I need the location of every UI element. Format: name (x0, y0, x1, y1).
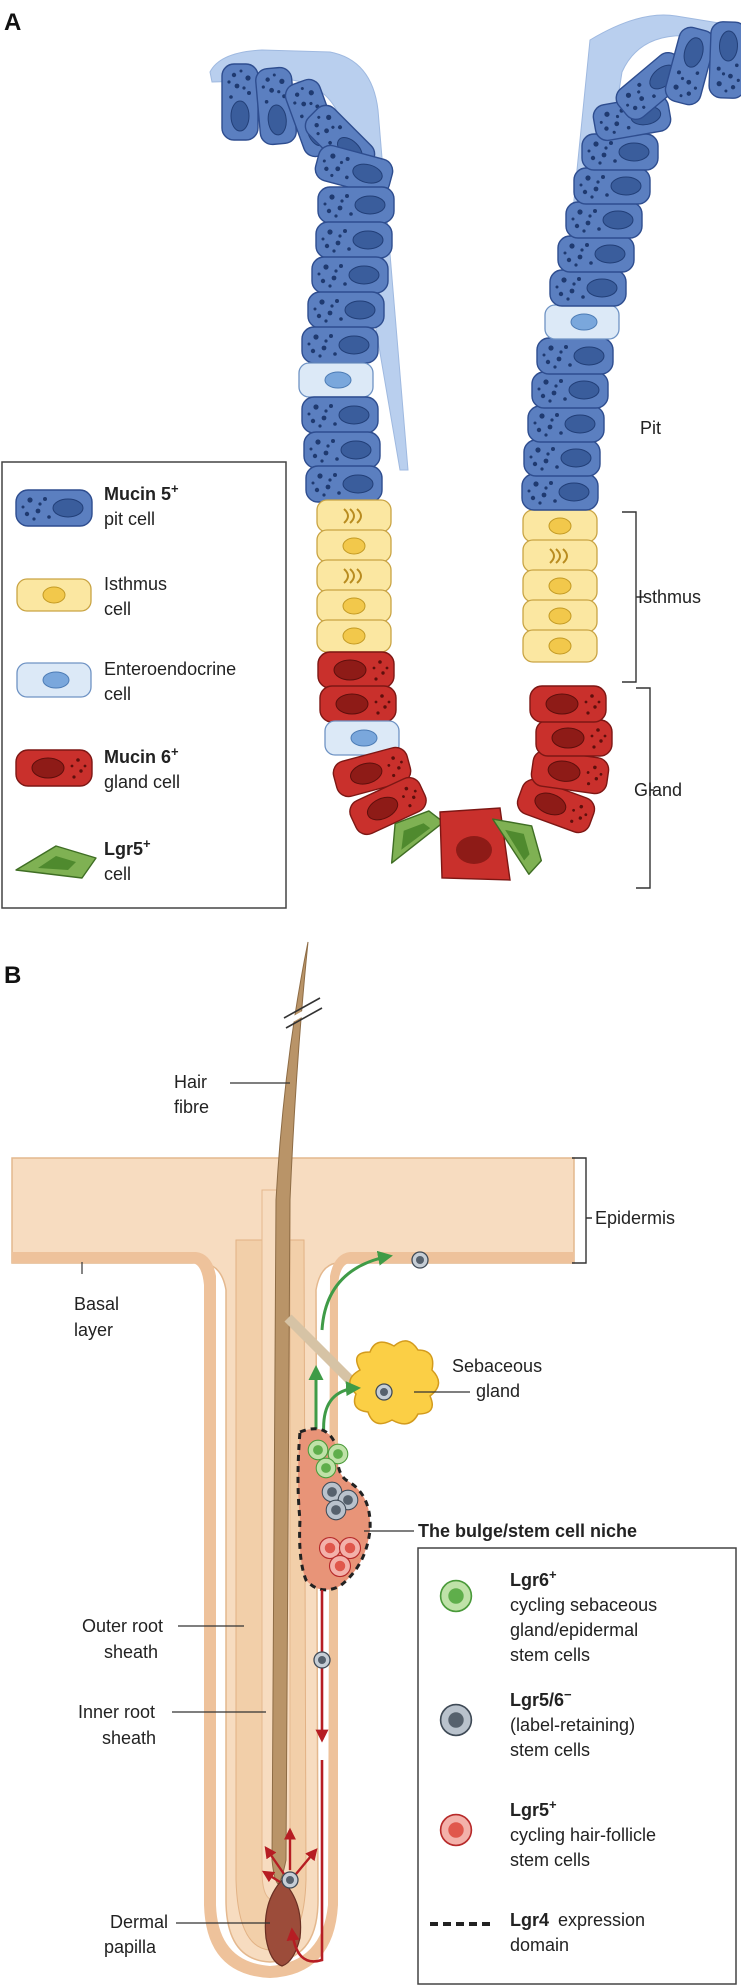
gland-base (372, 798, 555, 881)
bracket-isthmus (622, 511, 644, 683)
arrow-to-epidermis (320, 1250, 393, 1331)
label-isthmus: Isthmus (638, 587, 701, 607)
legend-a-mucin5-sup: + (171, 481, 179, 496)
label-irs-line2: sheath (102, 1728, 156, 1748)
label-gland: Gland (634, 780, 682, 800)
bulb-cell (281, 1871, 299, 1889)
legend-a-isthmus-swatch (16, 578, 92, 612)
legend-a-pit-cell-swatch (15, 489, 93, 527)
dermal-papilla (264, 1879, 302, 1967)
sebaceous-cell (375, 1383, 393, 1401)
legend-a-mucin5-desc: pit cell (104, 509, 155, 529)
epidermal-stem-cell (411, 1251, 429, 1269)
gland-cells-left (317, 651, 431, 840)
label-bulge: The bulge/stem cell niche (418, 1521, 637, 1541)
legend-b-lgr56-sup: − (564, 1687, 572, 1702)
bracket-epidermis (572, 1157, 592, 1264)
label-dermal-line2: papilla (104, 1937, 157, 1957)
label-irs-line1: Inner root (78, 1702, 155, 1722)
label-basal-line1: Basal (74, 1294, 119, 1314)
bracket-gland (636, 687, 654, 889)
legend-a-lgr5-name: Lgr5 (104, 839, 143, 859)
sebaceous-duct (284, 1314, 364, 1394)
legend-b-lgr56-line1: (label-retaining) (510, 1715, 635, 1735)
legend-a-mucin5-name: Mucin 5 (104, 484, 171, 504)
entero-cell-left-upper (298, 362, 374, 398)
label-sebaceous-line1: Sebaceous (452, 1356, 542, 1376)
legend-b-lgr5-name: Lgr5 (510, 1800, 549, 1820)
entero-cell-right (544, 304, 620, 340)
arrow-down-ors-lower (286, 1760, 324, 1963)
gland-cells-right (513, 685, 613, 837)
panel-a: A (1, 9, 741, 909)
legend-b-lgr5-line1: cycling hair-follicle (510, 1825, 656, 1845)
legend-b-lgr56-name: Lgr5/6 (510, 1690, 564, 1710)
svg-text:Lgr6+: Lgr6+ (510, 1567, 557, 1591)
legend-a-mucin6-name: Mucin 6 (104, 747, 171, 767)
legend-a-mucin6-sup: + (171, 744, 179, 759)
label-hair-line1: Hair (174, 1072, 207, 1092)
legend-a-gland-swatch (15, 749, 93, 787)
label-sebaceous-line2: gland (476, 1381, 520, 1401)
label-dermal-line1: Dermal (110, 1912, 168, 1932)
label-hair-line2: fibre (174, 1097, 209, 1117)
legend-a-isthmus-line2: cell (104, 599, 131, 619)
label-pit: Pit (640, 418, 661, 438)
legend-b-lgr56-swatch (439, 1703, 473, 1737)
legend-b-lgr6-line1: cycling sebaceous (510, 1595, 657, 1615)
legend-a: Mucin 5+ pit cell Isthmus cell Enteroend… (1, 461, 287, 909)
legend-a-lgr5-sup: + (143, 836, 151, 851)
ors-migrating-cell (313, 1651, 331, 1669)
label-ors-line1: Outer root (82, 1616, 163, 1636)
legend-a-lgr5-swatch (15, 845, 97, 879)
pit-cells-right (521, 20, 741, 511)
legend-a-isthmus-line1: Isthmus (104, 574, 167, 594)
legend-b-lgr5-sup: + (549, 1797, 557, 1812)
label-ors-line2: sheath (104, 1642, 158, 1662)
label-epidermis: Epidermis (595, 1208, 675, 1228)
panel-b-label: B (4, 962, 21, 989)
legend-a-lgr5-desc: cell (104, 864, 131, 884)
legend-b-lgr6-swatch (439, 1579, 473, 1613)
legend-b-lgr56-line2: stem cells (510, 1740, 590, 1760)
label-basal-line2: layer (74, 1320, 113, 1340)
legend-b-lgr6-line2: gland/epidermal (510, 1620, 638, 1640)
hair-break-mark (283, 997, 323, 1029)
legend-a-mucin6-desc: gland cell (104, 772, 180, 792)
legend-b-lgr6-line3: stem cells (510, 1645, 590, 1665)
sebaceous-gland (349, 1340, 440, 1425)
legend-b-lgr4-line1: expression (558, 1910, 645, 1930)
panel-a-label: A (4, 9, 21, 36)
svg-text:Lgr5+: Lgr5+ (104, 836, 151, 860)
isthmus-cells-right (522, 509, 598, 663)
panel-b: B (4, 941, 737, 1985)
svg-text:Mucin 5+: Mucin 5+ (104, 481, 179, 505)
svg-text:Lgr5/6−: Lgr5/6− (510, 1687, 572, 1711)
legend-b-lgr4-line2: domain (510, 1935, 569, 1955)
bulb-arrows (261, 1827, 318, 1884)
legend-b-lgr5-swatch (439, 1813, 473, 1847)
hair-break-gap (286, 1002, 320, 1025)
legend-b-lgr4-name: Lgr4 (510, 1910, 549, 1930)
legend-a-entero-line2: cell (104, 684, 131, 704)
legend-b-lgr6-sup: + (549, 1567, 557, 1582)
svg-text:Mucin 6+: Mucin 6+ (104, 744, 179, 768)
legend-a-entero-swatch (16, 662, 92, 698)
legend-b-lgr6-name: Lgr6 (510, 1570, 549, 1590)
isthmus-cells-left (316, 499, 392, 653)
svg-text:Lgr5+: Lgr5+ (510, 1797, 557, 1821)
legend-b: Lgr6+ cycling sebaceous gland/epidermal … (417, 1547, 737, 1985)
legend-b-lgr5-line2: stem cells (510, 1850, 590, 1870)
arrow-to-gland (322, 1381, 361, 1437)
legend-a-entero-line1: Enteroendocrine (104, 659, 236, 679)
